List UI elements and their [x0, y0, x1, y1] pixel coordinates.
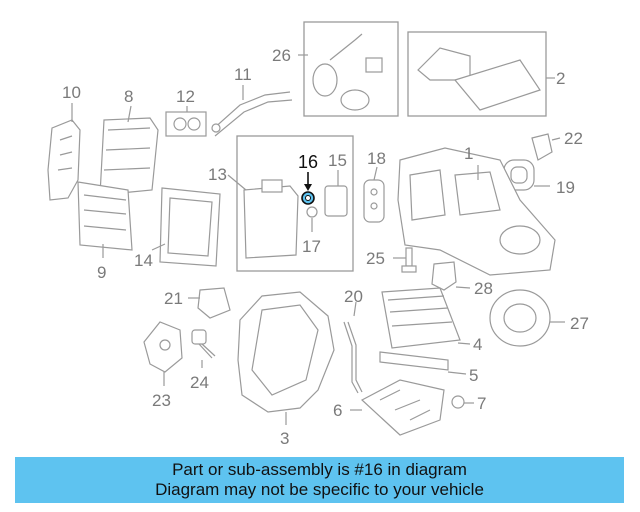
callout-16: 16 — [298, 152, 318, 172]
part-21-actuator[interactable] — [188, 287, 231, 319]
callout-11: 11 — [234, 65, 252, 84]
part-28-clip[interactable] — [431, 261, 471, 291]
callout-3: 3 — [280, 429, 289, 448]
part-10-bracket[interactable] — [47, 103, 81, 201]
parts-diagram: 1 2 3 4 5 6 7 8 9 10 11 12 13 14 15 16 1… — [47, 21, 589, 448]
part-24-sensor[interactable] — [191, 329, 216, 368]
part-18-sensor[interactable] — [363, 166, 385, 223]
callout-10: 10 — [62, 83, 81, 102]
callout-12: 12 — [176, 87, 195, 106]
callout-17: 17 — [302, 237, 321, 256]
part-9-heater-core[interactable] — [77, 181, 133, 258]
part-1-hvac-case[interactable] — [397, 147, 556, 276]
part-4-cabin-filter[interactable] — [381, 287, 471, 349]
caption-line-1: Part or sub-assembly is #16 in diagram — [172, 460, 467, 479]
callout-23: 23 — [152, 391, 171, 410]
callout-14: 14 — [134, 251, 153, 270]
part-6-tray[interactable] — [350, 379, 445, 436]
part-8-evaporator[interactable] — [99, 105, 159, 196]
callout-25: 25 — [366, 249, 385, 268]
callout-24: 24 — [190, 373, 209, 392]
part-23-bracket[interactable] — [143, 321, 183, 386]
part-13-unit[interactable] — [227, 174, 299, 259]
callout-22: 22 — [564, 129, 583, 148]
part-3-housing[interactable] — [237, 291, 335, 425]
part-11-lines[interactable] — [211, 85, 293, 137]
callout-27: 27 — [570, 314, 589, 333]
part-26-motor-bracket[interactable] — [298, 33, 383, 111]
callout-2: 2 — [556, 69, 565, 88]
part-7-fastener[interactable] — [451, 395, 474, 409]
callout-19: 19 — [556, 178, 575, 197]
part-5-strip[interactable] — [379, 351, 467, 375]
caption-banner: Part or sub-assembly is #16 in diagram D… — [15, 457, 624, 503]
part-22-bracket[interactable] — [531, 133, 561, 161]
callout-28: 28 — [474, 279, 493, 298]
part-25-bolt[interactable] — [393, 247, 417, 273]
part-13-group-box — [236, 135, 354, 272]
caption-line-2: Diagram may not be specific to your vehi… — [155, 480, 484, 499]
part-16-o-ring[interactable] — [301, 172, 315, 205]
callout-18: 18 — [367, 149, 386, 168]
callout-26: 26 — [272, 46, 291, 65]
part-2-cover[interactable] — [417, 47, 555, 111]
callout-20: 20 — [344, 287, 363, 306]
part-27-blower-motor[interactable] — [489, 289, 565, 347]
callout-21: 21 — [164, 289, 183, 308]
part-20-hose[interactable] — [343, 301, 363, 394]
part-14-frame[interactable] — [151, 187, 221, 267]
callout-1: 1 — [464, 144, 473, 163]
callout-9: 9 — [97, 263, 106, 282]
callout-8: 8 — [124, 87, 133, 106]
callout-15: 15 — [328, 151, 347, 170]
callout-6: 6 — [333, 401, 342, 420]
part-2-group-box — [407, 31, 547, 117]
part-15-valve[interactable] — [324, 170, 348, 217]
part-26-group-box — [303, 21, 399, 117]
callout-13: 13 — [208, 165, 227, 184]
callout-7: 7 — [477, 394, 486, 413]
callout-4: 4 — [473, 335, 482, 354]
part-17-seal[interactable] — [306, 206, 318, 232]
callout-5: 5 — [469, 366, 478, 385]
part-12-grommets[interactable] — [165, 106, 207, 137]
